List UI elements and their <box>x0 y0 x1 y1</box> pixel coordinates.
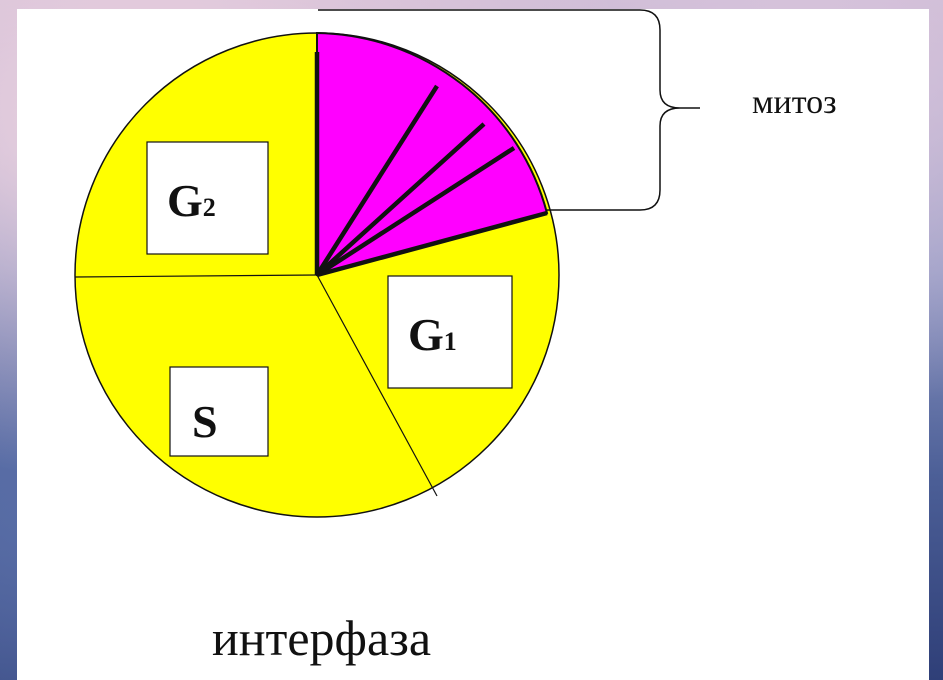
svg-text:G1: G1 <box>408 309 457 360</box>
g2-subscript: 2 <box>203 193 216 222</box>
mitosis-substage-line <box>315 84 439 277</box>
mitosis-brace <box>318 9 700 211</box>
mitosis-sector <box>316 31 549 277</box>
interphase-label: интерфаза <box>212 610 431 666</box>
g1-label-box <box>387 275 513 389</box>
g1-label: G1 <box>387 275 513 389</box>
g2-label: G2 <box>146 141 269 255</box>
mitosis-substage-line <box>316 210 548 278</box>
g2-s-boundary <box>74 274 318 278</box>
mitosis-label: митоз <box>752 84 837 121</box>
mitosis-substage-line <box>315 146 516 277</box>
s-g1-boundary <box>316 274 438 497</box>
g2-label-box <box>146 141 269 255</box>
s-label-box <box>169 366 269 457</box>
s-letter: S <box>192 396 218 447</box>
g1-letter: G <box>408 309 444 360</box>
mitosis-substage-lines <box>314 52 548 278</box>
g1-subscript: 1 <box>444 327 457 356</box>
svg-text:G2: G2 <box>167 175 216 226</box>
s-label: S <box>169 366 269 457</box>
mitosis-substage-line <box>315 122 486 277</box>
g2-letter: G <box>167 175 203 226</box>
